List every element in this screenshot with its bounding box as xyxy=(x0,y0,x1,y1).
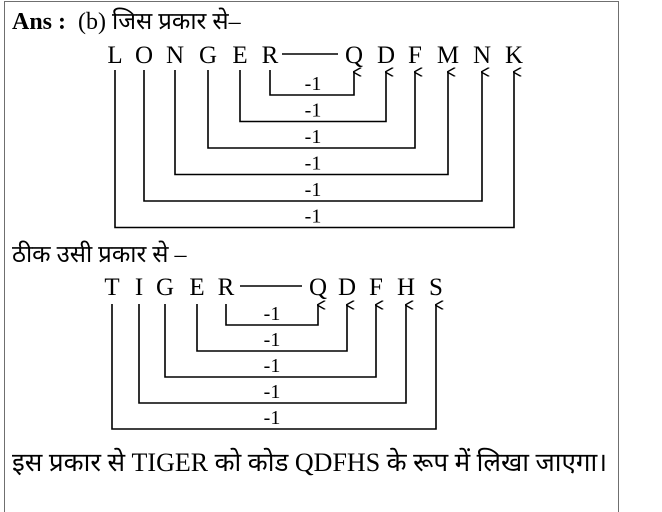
source-letter-r: R xyxy=(262,42,279,69)
mapping-arrow xyxy=(269,70,354,96)
answer-heading: Ans : (b) जिस प्रकार से– xyxy=(12,10,241,34)
step-label: -1 xyxy=(305,153,322,175)
source-letter-n: N xyxy=(166,42,184,69)
step-label: -1 xyxy=(305,100,322,122)
source-letter-l: L xyxy=(107,42,122,69)
source-letter-g: G xyxy=(156,274,174,301)
target-letter-q: Q xyxy=(309,274,327,301)
mapping-arrow xyxy=(114,70,514,229)
step-label: -1 xyxy=(305,126,322,148)
step-label: -1 xyxy=(264,381,281,403)
target-letter-m: M xyxy=(437,42,459,69)
ans-label: Ans : xyxy=(12,9,67,35)
source-letter-e: E xyxy=(189,274,204,301)
target-letter-n: N xyxy=(473,42,491,69)
step-label: -1 xyxy=(305,206,322,228)
source-letter-r: R xyxy=(218,274,235,301)
target-letter-k: K xyxy=(505,42,523,69)
conclusion-text: इस प्रकार से TIGER को कोड QDFHS के रूप म… xyxy=(12,448,608,477)
source-letter-o: O xyxy=(135,42,153,69)
target-letter-h: H xyxy=(397,274,415,301)
option-text: (b) जिस प्रकार से– xyxy=(78,9,241,35)
step-label: -1 xyxy=(305,179,322,201)
mapping-arrow xyxy=(111,304,436,430)
step-label: -1 xyxy=(264,355,281,377)
mapping-arrow xyxy=(164,304,376,378)
target-letter-d: D xyxy=(338,274,356,301)
target-letter-q: Q xyxy=(345,42,363,69)
target-letter-f: F xyxy=(369,274,383,301)
mapping-arrow xyxy=(143,70,482,202)
answer-box xyxy=(4,1,619,512)
target-letter-s: S xyxy=(429,274,443,301)
step-label: -1 xyxy=(305,73,322,95)
mapping-arrow xyxy=(196,304,347,352)
mapping-arrow xyxy=(239,70,386,123)
source-letter-i: I xyxy=(135,274,143,301)
source-letter-t: T xyxy=(104,274,119,301)
mapping-arrow xyxy=(225,304,318,326)
mapping-arrow xyxy=(174,70,448,176)
source-letter-e: E xyxy=(232,42,247,69)
source-letter-g: G xyxy=(199,42,217,69)
step-label: -1 xyxy=(264,329,281,351)
step-label: -1 xyxy=(264,407,281,429)
target-letter-f: F xyxy=(408,42,422,69)
mapping-arrow xyxy=(207,70,415,149)
target-letter-d: D xyxy=(377,42,395,69)
similar-label: ठीक उसी प्रकार से – xyxy=(12,242,187,268)
mapping-arrow xyxy=(138,304,406,404)
step-label: -1 xyxy=(264,303,281,325)
